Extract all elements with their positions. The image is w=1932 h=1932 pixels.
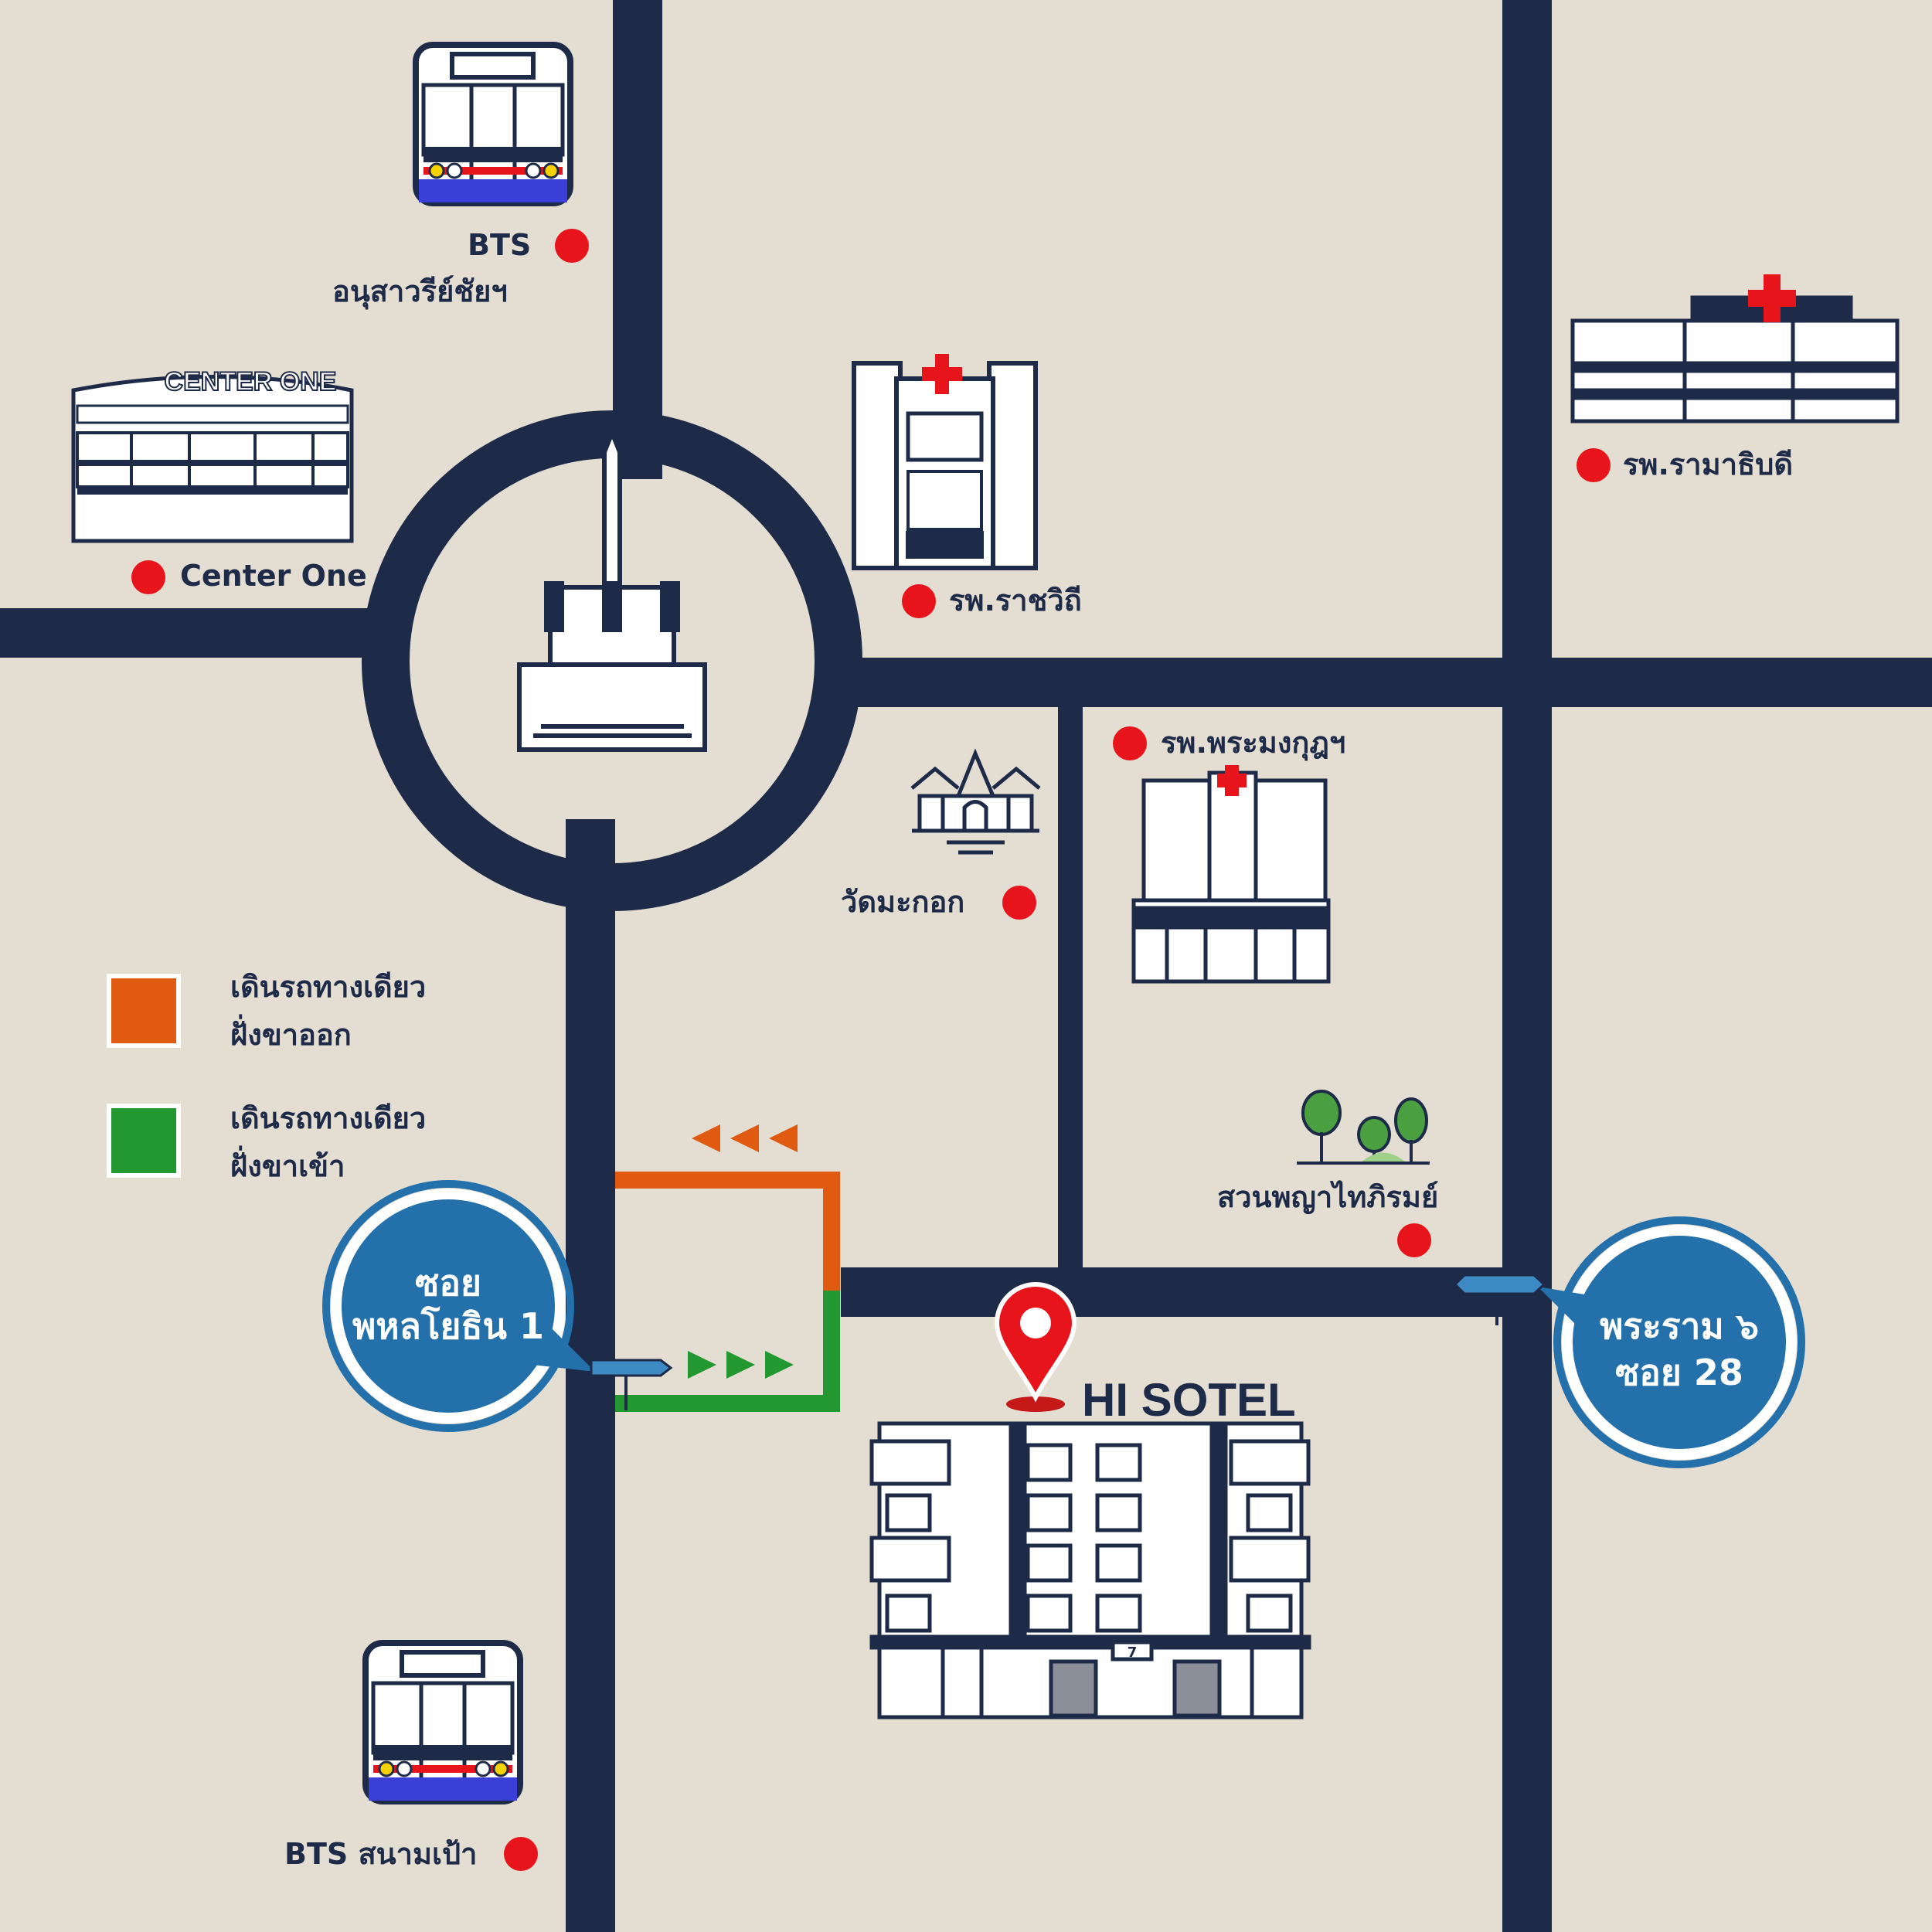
bts-sanam-pao-train-icon (362, 1640, 523, 1804)
bts-sanam-pao-label: BTS สนามเป้า (284, 1837, 478, 1871)
location-pin-icon (994, 1282, 1077, 1412)
bubble-left-line2: พหลโยธิน 1 (352, 1305, 545, 1347)
road-far-east-vertical (1502, 0, 1552, 1932)
park-dot (1397, 1223, 1431, 1257)
wat-makok-dot (1002, 886, 1036, 920)
bts-victory-label-line1: BTS (468, 228, 532, 262)
bubble-right-line2: ซอย 28 (1615, 1352, 1743, 1393)
bubble-left-line1: ซอย (415, 1262, 481, 1304)
bts-victory-label-line2: อนุสาวรีย์ชัยฯ (332, 274, 508, 308)
bts-sanam-pao-dot (504, 1837, 538, 1871)
phramongkut-dot (1113, 726, 1147, 760)
victory-monument-icon (517, 426, 707, 752)
ramathibodi-dot (1577, 448, 1611, 482)
center-one-mall-icon (71, 375, 354, 543)
legend-swatch-inbound (107, 1104, 181, 1178)
center-one-label: Center One (180, 559, 367, 593)
road-west-horizontal (0, 608, 402, 658)
inbound-arrows (688, 1351, 794, 1379)
bubble-left-shape (322, 1180, 673, 1432)
legend-swatch-outbound (107, 974, 181, 1048)
legend-inbound-line1: เดินรถทางเดียว (230, 1101, 427, 1135)
legend-outbound-line2: ฝั่งขาออก (230, 1018, 352, 1052)
rajavithi-dot (902, 584, 936, 618)
hotel-building-icon (869, 1421, 1311, 1719)
wat-makok-temple-icon (910, 748, 1041, 855)
inbound-route-line (615, 1291, 840, 1412)
road-north-vertical (613, 0, 662, 479)
phramongkut-hospital-icon (1131, 765, 1331, 984)
ramathibodi-label: รพ.รามาธิบดี (1623, 447, 1794, 481)
road-middle-vertical (1058, 707, 1083, 1275)
legend-outbound-line1: เดินรถทางเดียว (230, 970, 427, 1004)
wat-makok-label: วัดมะกอก (841, 885, 965, 919)
bts-victory-dot (555, 229, 589, 263)
road-east-horizontal (819, 658, 1932, 707)
bubble-right-shape (1453, 1216, 1805, 1468)
outbound-arrows (692, 1124, 798, 1152)
phramongkut-label: รพ.พระมงกุฎฯ (1161, 726, 1346, 760)
hotel-number-plate: 7 (1128, 1645, 1138, 1661)
ramathibodi-hospital-icon (1570, 274, 1900, 423)
park-label: สวนพญาไทภิรมย์ (1217, 1180, 1439, 1214)
rajavithi-hospital-icon (852, 354, 1038, 570)
rajavithi-label: รพ.ราชวิถี (949, 583, 1082, 617)
center-one-dot (131, 560, 165, 594)
center-one-sign: CENTER ONE (165, 367, 337, 396)
bts-victory-train-icon (413, 42, 573, 206)
bubble-right-line1: พระราม ๖ (1600, 1305, 1759, 1347)
outbound-route-line (615, 1172, 840, 1291)
road-hotel-horizontal (841, 1267, 1527, 1317)
one-way-loop (615, 1124, 840, 1412)
hotel-name: HI SOTEL (1082, 1374, 1296, 1426)
legend-inbound-line2: ฝั่งขาเข้า (230, 1149, 345, 1183)
park-trees-icon (1297, 1090, 1430, 1165)
